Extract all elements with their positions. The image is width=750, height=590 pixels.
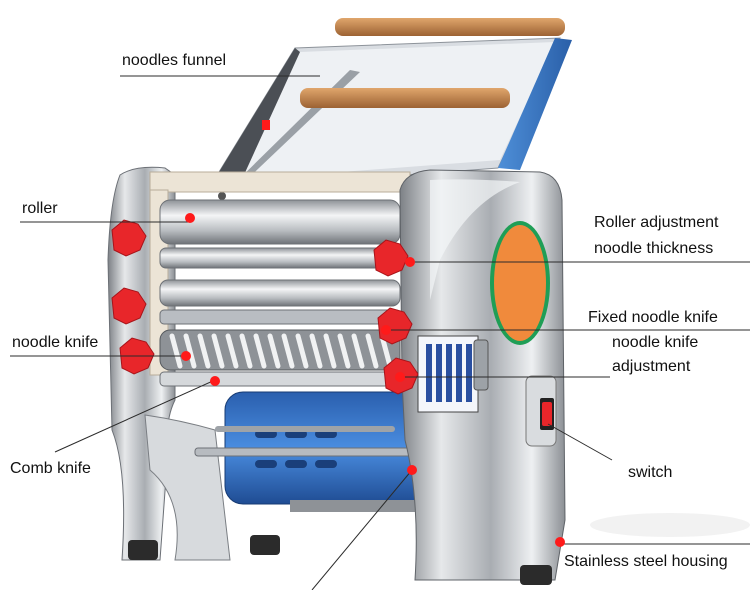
rollers [159, 199, 401, 325]
label-roller: roller [22, 200, 58, 217]
label-noodle-knife-adjustment-line2: adjustment [612, 358, 691, 375]
noodle-cutter [159, 329, 401, 387]
leader-bottom [311, 469, 413, 590]
knob-left-2 [111, 287, 147, 325]
marker-knife-adjustment [395, 372, 405, 382]
leader-switch [547, 423, 613, 461]
label-switch: switch [628, 464, 673, 481]
label-noodle-knife-adjustment-line1: noodle knife [612, 334, 699, 351]
marker-roller-adjustment [405, 257, 415, 267]
knob-right-1 [373, 239, 409, 277]
leader-lines [10, 75, 750, 590]
wooden-handle-top [335, 18, 565, 36]
label-fixed-noodle-knife: Fixed noodle knife [588, 309, 718, 326]
label-comb-knife: Comb knife [10, 460, 91, 477]
label-roller-adjustment: Roller adjustment [594, 214, 719, 231]
marker-roller [185, 213, 195, 223]
marker-housing [555, 537, 565, 547]
label-noodle-knife: noodle knife [12, 334, 99, 351]
leader-comb-knife [54, 379, 216, 453]
marker-motor [407, 465, 417, 475]
markers [181, 120, 565, 547]
marker-comb-knife [210, 376, 220, 386]
knob-left-1 [111, 219, 147, 257]
wooden-handle-lower [300, 88, 510, 108]
marker-funnel [262, 120, 270, 130]
label-noodle-thickness: noodle thickness [594, 240, 714, 257]
knob-right-2 [377, 307, 413, 345]
motor [194, 391, 436, 512]
marker-noodle-knife [181, 351, 191, 361]
marker-fixed-knife [381, 325, 391, 335]
power-switch [542, 402, 552, 426]
right-housing [399, 169, 566, 585]
orange-dial [494, 225, 546, 341]
label-noodles-funnel: noodles funnel [122, 52, 227, 69]
label-stainless-steel-housing: Stainless steel housing [564, 553, 728, 570]
